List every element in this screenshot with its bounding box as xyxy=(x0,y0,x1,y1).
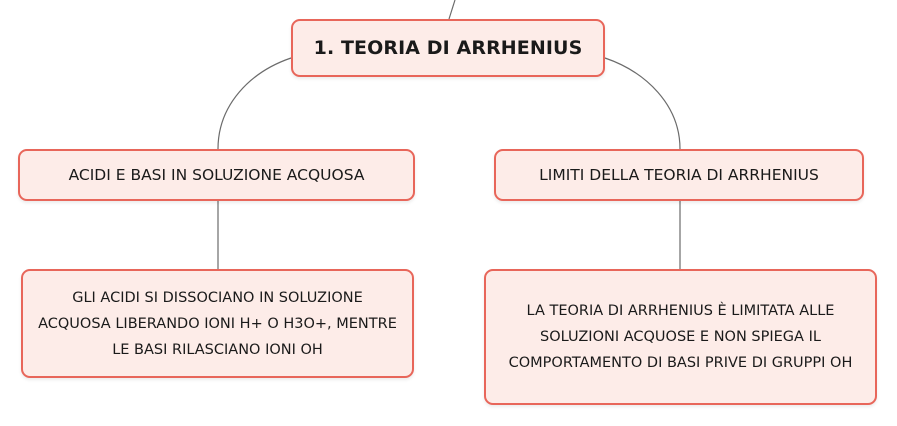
root-node-label: 1. TEORIA DI ARRHENIUS xyxy=(313,37,583,59)
connector-parent-to-root xyxy=(448,0,456,20)
root-node[interactable]: 1. TEORIA DI ARRHENIUS xyxy=(291,19,605,77)
detail-node-text: GLI ACIDI SI DISSOCIANO IN SOLUZIONE ACQ… xyxy=(38,289,397,358)
detail-node-acid-base[interactable]: GLI ACIDI SI DISSOCIANO IN SOLUZIONE ACQ… xyxy=(21,269,414,378)
branch-node-acid-base[interactable]: ACIDI E BASI IN SOLUZIONE ACQUOSA xyxy=(18,149,415,201)
detail-node-limits[interactable]: LA TEORIA DI ARRHENIUS È LIMITATA ALLE S… xyxy=(484,269,877,405)
branch-node-label: LIMITI DELLA TEORIA DI ARRHENIUS xyxy=(539,166,819,184)
connector-root-to-right-branch xyxy=(604,57,681,150)
branch-node-label: ACIDI E BASI IN SOLUZIONE ACQUOSA xyxy=(68,166,365,184)
connector-root-to-left-branch xyxy=(217,57,292,150)
branch-node-limits[interactable]: LIMITI DELLA TEORIA DI ARRHENIUS xyxy=(494,149,864,201)
detail-node-text: LA TEORIA DI ARRHENIUS È LIMITATA ALLE S… xyxy=(508,303,853,371)
